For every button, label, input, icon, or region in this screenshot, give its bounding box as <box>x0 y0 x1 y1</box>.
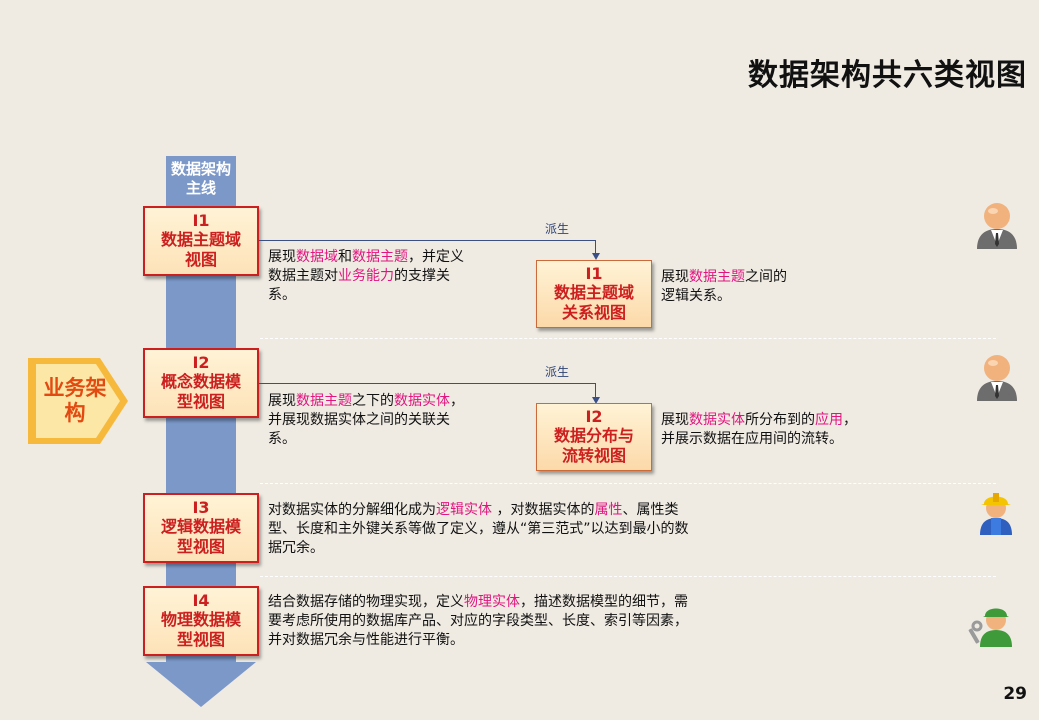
derived-view-id: I1 <box>585 264 603 283</box>
view-id: I4 <box>192 591 210 610</box>
derive-label: 派生 <box>545 365 570 379</box>
derive-connector-line <box>595 240 596 254</box>
view-description-i1: 展现数据域和数据主题，并定义数据主题对业务能力的支撑关系。 <box>268 249 464 303</box>
derive-arrow-icon <box>592 253 600 260</box>
derived-view-name: 数据主题域关系视图 <box>553 283 634 322</box>
derived-view-box-i1[interactable]: I1 数据主题域关系视图 <box>536 260 652 328</box>
view-box-i3[interactable]: I3 逻辑数据模型视图 <box>143 493 259 563</box>
view-id: I2 <box>192 353 210 372</box>
row-divider <box>260 338 996 339</box>
spine-arrow <box>146 662 256 707</box>
page-title: 数据架构共六类视图 <box>748 58 1027 93</box>
view-name: 物理数据模型视图 <box>161 610 242 649</box>
derive-connector-line <box>595 383 596 398</box>
view-description-i3: 对数据实体的分解细化成为逻辑实体 ，对数据实体的属性、属性类型、长度和主外键关系… <box>268 502 689 556</box>
row-divider <box>260 483 996 484</box>
derived-view-description-i1: 展现数据主题之间的逻辑关系。 <box>661 269 787 304</box>
derived-view-name: 数据分布与流转视图 <box>553 426 634 465</box>
view-description-i4: 结合数据存储的物理实现，定义物理实体，描述数据模型的细节，需要考虑所使用的数据库… <box>268 594 688 648</box>
spine-header: 数据架构主线 <box>166 156 236 200</box>
business-architecture-label: 业务架构 <box>43 376 107 425</box>
engineer-wrench-icon <box>968 608 1012 647</box>
derive-connector-line <box>259 383 596 384</box>
view-description-i2: 展现数据主题之下的数据实体，并展现数据实体之间的关联关系。 <box>268 393 464 447</box>
view-name: 数据主题域视图 <box>161 230 242 269</box>
business-person-icon <box>977 203 1017 249</box>
derived-view-description-i2: 展现数据实体所分布到的应用，并展示数据在应用间的流转。 <box>661 412 857 447</box>
worker-hardhat-icon <box>980 493 1012 535</box>
view-box-i4[interactable]: I4 物理数据模型视图 <box>143 586 259 656</box>
business-architecture-chevron <box>28 358 128 444</box>
derive-connector-line <box>259 240 596 241</box>
derive-label: 派生 <box>545 222 570 236</box>
view-id: I1 <box>192 211 210 230</box>
derive-arrow-icon <box>592 397 600 404</box>
page-number: 29 <box>1003 684 1027 704</box>
row-divider <box>260 576 996 577</box>
derived-view-box-i2[interactable]: I2 数据分布与流转视图 <box>536 403 652 471</box>
business-person-icon <box>977 355 1017 401</box>
view-box-i1[interactable]: I1 数据主题域视图 <box>143 206 259 276</box>
view-name: 逻辑数据模型视图 <box>161 517 242 556</box>
view-name: 概念数据模型视图 <box>161 372 242 411</box>
view-id: I3 <box>192 498 210 517</box>
view-box-i2[interactable]: I2 概念数据模型视图 <box>143 348 259 418</box>
derived-view-id: I2 <box>585 407 603 426</box>
